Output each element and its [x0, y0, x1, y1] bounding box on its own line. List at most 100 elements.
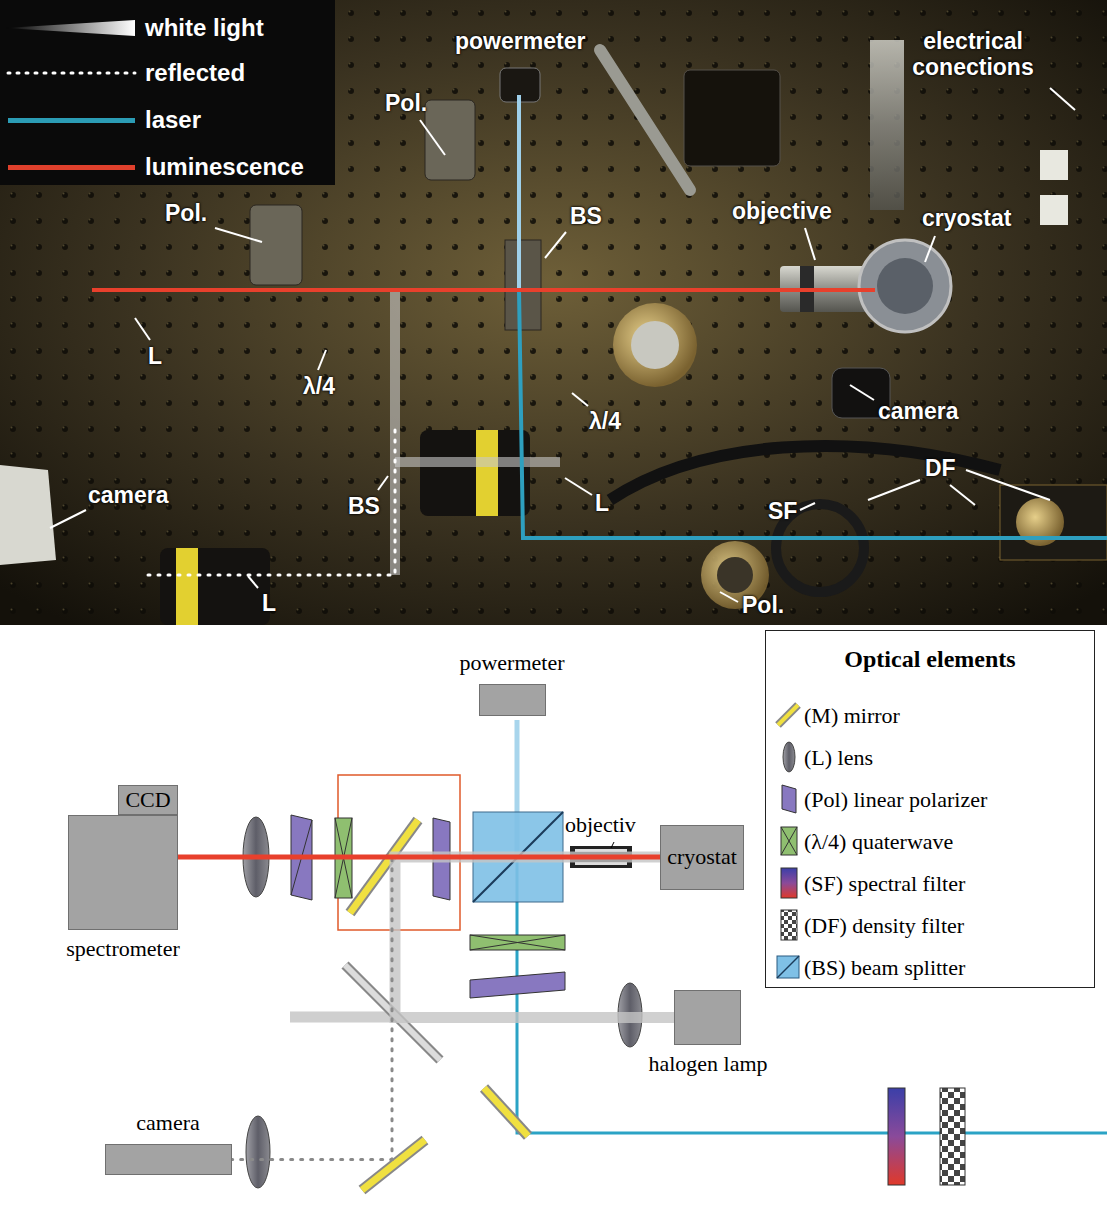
legend-box: Optical elements(M) mirror(L) lens(Pol) …: [765, 630, 1095, 988]
legend-symbol: [781, 910, 797, 940]
lab-photo: [631, 321, 679, 369]
schematic-optics: [940, 1088, 965, 1185]
schematic-optics: [362, 1140, 425, 1190]
leader-line: [966, 470, 1050, 500]
photo-callout: BS: [570, 203, 602, 229]
leader-line: [850, 385, 874, 400]
legend-symbol: [782, 785, 796, 813]
beam-group: [395, 857, 674, 1018]
beam-legend-panel: [8, 72, 135, 75]
legend-symbol: [777, 956, 799, 978]
photo-callout: Pol.: [385, 90, 427, 116]
leader-line: [50, 510, 86, 528]
device-label: camera: [105, 1110, 232, 1136]
lab-photo: [505, 240, 541, 330]
schematic-optics: [888, 1088, 905, 1185]
schematic-optics: [470, 935, 565, 950]
beam-group: [232, 857, 661, 1160]
lab-photo: [684, 70, 780, 166]
legend-symbol: [777, 956, 799, 978]
photo-callout: powermeter: [455, 28, 585, 54]
device-body: [674, 990, 741, 1045]
photo-beams: [92, 95, 1107, 575]
schematic-optics: [517, 857, 1107, 1133]
photo-beams: [140, 430, 395, 575]
beam-legend-panel: [0, 0, 335, 185]
device-label: spectrometer: [66, 936, 180, 962]
schematic-optics: [470, 935, 565, 950]
legend-text: laser: [145, 106, 201, 134]
legend-text: (Pol) linear polarizer: [804, 787, 987, 813]
legend-text: reflected: [145, 59, 245, 87]
cryostat-box: cryostat: [660, 825, 744, 890]
schematic-optics: [470, 935, 565, 950]
beam-legend-panel: [0, 0, 335, 185]
photo-beams: [517, 95, 521, 290]
schematic-optics: [350, 820, 418, 913]
legend-text: luminescence: [145, 153, 304, 181]
lab-photo: [176, 548, 198, 625]
photo-callout: L: [148, 343, 162, 369]
leader-line: [868, 480, 920, 500]
leader-line: [378, 476, 388, 490]
schematic-optics: [243, 720, 1107, 1190]
lab-photo: [600, 50, 690, 190]
photo-callout: electrical conections: [898, 28, 1048, 80]
schematic-optics: [484, 1088, 528, 1136]
photo-callout: camera: [878, 398, 959, 424]
lab-photo: [250, 205, 302, 285]
device-label: powermeter: [459, 650, 564, 676]
legend-text: (DF) density filter: [804, 913, 964, 939]
lab-photo: [1040, 150, 1068, 180]
leader-line: [135, 318, 150, 340]
leader-line: [925, 236, 935, 262]
lab-photo: [425, 100, 475, 180]
legend-text: white light: [145, 14, 264, 42]
device-body: [68, 815, 178, 930]
photo-callout: cryostat: [922, 205, 1011, 231]
legend-text: (BS) beam splitter: [804, 955, 965, 981]
photo-callout: Pol.: [742, 592, 784, 618]
lab-photo: [877, 258, 933, 314]
luminescence-beam: [178, 855, 660, 860]
legend-swatch: [8, 118, 135, 123]
leader-line: [720, 592, 738, 602]
leader-line: [215, 228, 262, 242]
leader-line: [565, 478, 592, 495]
photo-callout: BS: [348, 493, 380, 519]
schematic-optics: [611, 842, 614, 848]
legend-text: (L) lens: [804, 745, 873, 771]
lab-photo: [0, 0, 1107, 625]
device-label: CCD: [125, 787, 170, 813]
legend-symbol: [781, 827, 797, 855]
lab-photo: [0, 465, 56, 565]
leader-line: [50, 88, 1075, 602]
camera-box: camera: [105, 1110, 232, 1175]
lab-photo: [613, 303, 697, 387]
photo-callout: L: [262, 590, 276, 616]
device-label: cryostat: [667, 844, 737, 870]
lab-photo: [476, 430, 498, 516]
legend-text: (λ/4) quaterwave: [804, 829, 953, 855]
photo-callout: SF: [768, 498, 797, 524]
schematic-optics: [350, 820, 418, 913]
lab-photo: [160, 548, 270, 625]
lab-photo: [1040, 195, 1068, 225]
beam-group: [178, 857, 660, 858]
legend-title: Optical elements: [766, 645, 1094, 673]
photo-beams: [92, 288, 875, 292]
lab-photo: [610, 446, 1000, 500]
lab-photo: [870, 40, 904, 210]
white-light-beam: [395, 857, 674, 1018]
spectrometer-box: spectrometer: [66, 815, 180, 962]
leader-line: [1050, 88, 1075, 110]
schematic-optics: [362, 1140, 425, 1190]
lab-photo: [717, 557, 753, 593]
photo-beams: [395, 457, 560, 467]
leader-line: [420, 120, 445, 155]
leader-line: [572, 393, 588, 406]
lamp-box: halogen lamp: [648, 990, 767, 1077]
